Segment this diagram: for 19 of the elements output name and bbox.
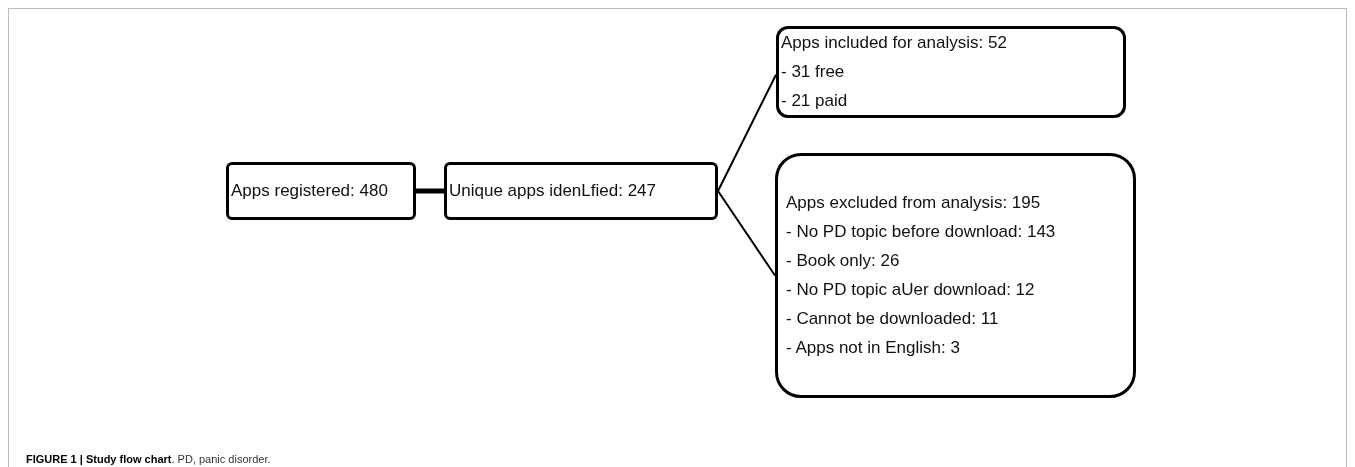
box-text: Apps excluded from analysis: 195 <box>786 193 1042 213</box>
flow-box <box>776 26 1126 118</box>
flow-box <box>775 153 1136 398</box>
box-text: Unique apps idenLfied: 247 <box>449 181 657 201</box>
box-text: Apps included for analysis: 52 <box>781 33 1008 53</box>
box-text: - Apps not in English: 3 <box>786 338 961 358</box>
box-text: - Cannot be downloaded: 11 <box>786 309 1000 329</box>
box-text: - Book only: 26 <box>786 251 901 271</box>
connector-line <box>717 190 776 277</box>
box-text: - No PD topic aUer download: 12 <box>786 280 1036 300</box>
box-text: - 31 free <box>781 62 846 82</box>
flow-box <box>226 162 416 220</box>
connector-line <box>416 188 444 194</box>
figure-caption: FIGURE 1 | Study flow chart. PD, panic disorder. <box>26 453 271 466</box>
box-text: - No PD topic before download: 143 <box>786 222 1057 242</box>
box-text: Apps registered: 480 <box>231 181 389 201</box>
box-text: - 21 paid <box>781 91 849 111</box>
flow-box <box>444 162 718 220</box>
connector-line <box>717 73 777 192</box>
